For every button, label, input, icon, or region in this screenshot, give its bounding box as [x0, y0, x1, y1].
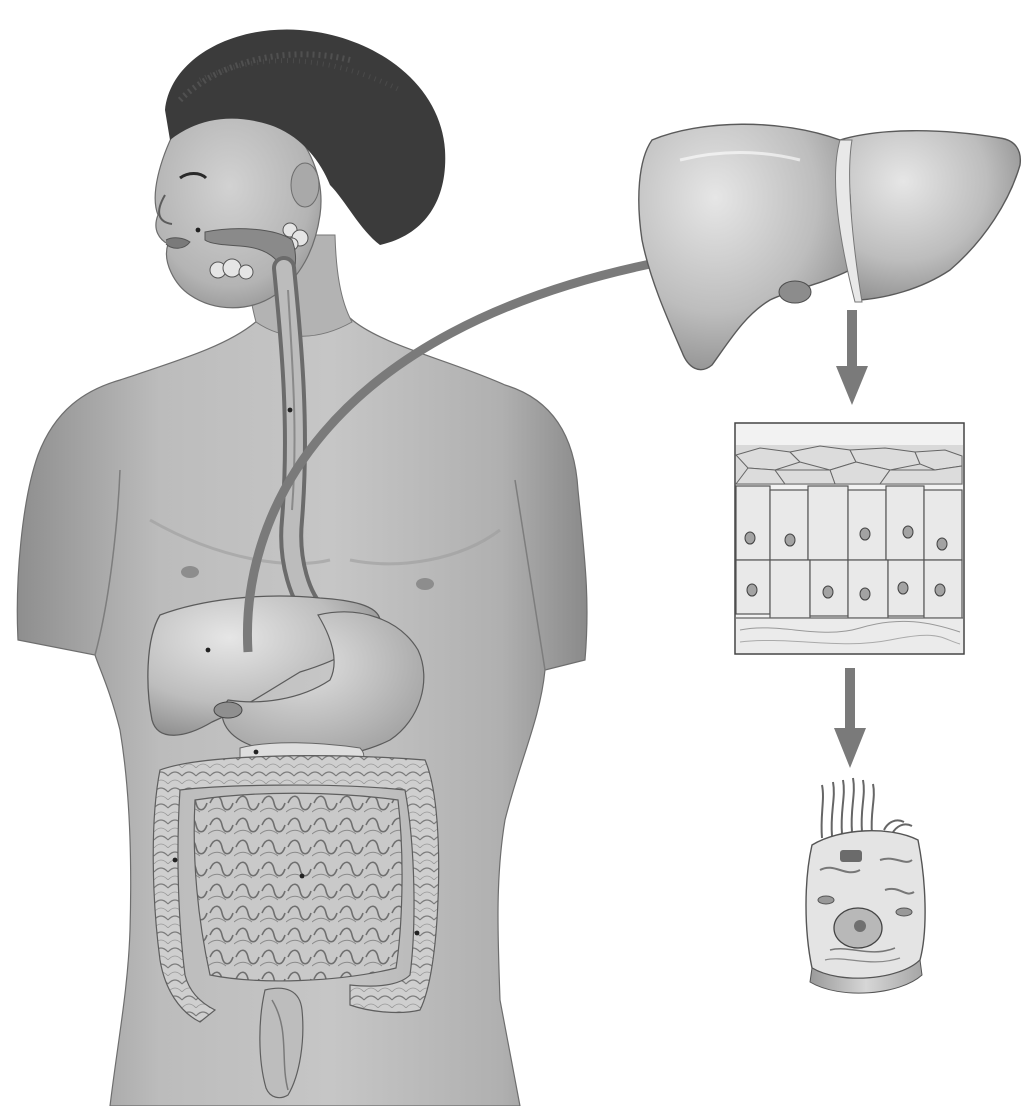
liver-left-lobe	[840, 131, 1020, 300]
liver-organ-illustration	[639, 124, 1021, 369]
liver-right-lobe	[639, 124, 858, 369]
gallbladder	[214, 702, 242, 718]
arrow-tissue-to-cell	[834, 668, 866, 768]
small-intestine	[194, 793, 402, 981]
human-figure	[17, 30, 587, 1106]
organelle	[840, 850, 862, 862]
epithelial-tissue-illustration	[735, 423, 964, 654]
arrow-organ-to-tissue	[836, 310, 868, 405]
cell-illustration	[806, 778, 925, 993]
ear	[291, 163, 319, 207]
liver-gallbladder	[779, 281, 811, 303]
cell-body	[806, 831, 925, 979]
